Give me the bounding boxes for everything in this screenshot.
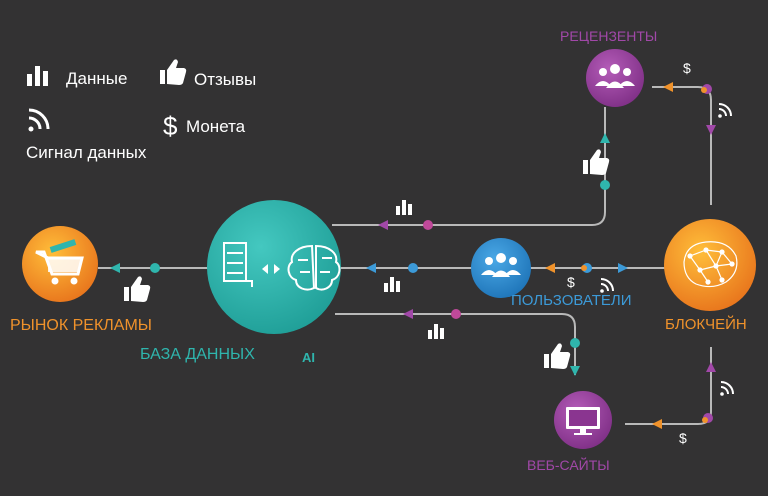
- arrow-icon: [545, 263, 555, 273]
- bar-chart-icon: [396, 200, 412, 215]
- thumbs-up-icon: [124, 276, 151, 302]
- reviewers-node: [586, 49, 644, 107]
- legend-rss-signal-icon: [28, 108, 50, 132]
- brain-icon: [287, 244, 341, 291]
- blockchain-node: [664, 219, 756, 311]
- dot: [600, 180, 610, 190]
- users-group-icon: [481, 253, 521, 277]
- rss-signal-icon: [718, 103, 732, 118]
- arrow-icon: [663, 82, 673, 92]
- bar-chart-icon: [384, 277, 400, 292]
- line-blockchain-reviewers: [652, 86, 712, 205]
- dot: [451, 309, 461, 319]
- arrow-icon: [706, 125, 716, 135]
- arrow-icon: [600, 133, 610, 143]
- monitor-icon: [566, 407, 600, 435]
- users-label: ПОЛЬЗОВАТЕЛИ: [511, 292, 632, 309]
- arrow-icon: [652, 419, 662, 429]
- rss-signal-icon: [720, 381, 734, 396]
- ad-market-label: РЫНОК РЕКЛАМЫ: [10, 317, 152, 334]
- ai-label: AI: [302, 350, 315, 365]
- line-db-websites: [335, 313, 576, 375]
- dot: [701, 87, 707, 93]
- arrow-icon: [618, 263, 628, 273]
- rss-signal-icon: [600, 278, 614, 293]
- dot: [702, 417, 708, 423]
- blockchain-label: БЛОКЧЕЙН: [665, 316, 747, 333]
- websites-label: ВЕБ-САЙТЫ: [527, 457, 610, 473]
- ad-market-node: [22, 226, 98, 302]
- websites-node: [554, 391, 612, 449]
- legend-dollar-icon: $: [163, 111, 178, 141]
- thumbs-up-icon: [544, 343, 571, 369]
- legend-thumbs-up-icon: [160, 59, 187, 85]
- bar-chart-icon: [428, 324, 444, 339]
- dot: [570, 338, 580, 348]
- reviewers-label: РЕЦЕНЗЕНТЫ: [560, 28, 658, 44]
- arrow-icon: [378, 220, 388, 230]
- legend-reviews-label: Отзывы: [194, 70, 257, 89]
- legend-bar-chart-icon: [27, 66, 48, 86]
- users-node: [471, 238, 531, 298]
- legend-coin-label: Монета: [186, 117, 246, 136]
- network-brain-icon: [683, 241, 738, 288]
- line-blockchain-websites: [625, 347, 712, 425]
- dot: [150, 263, 160, 273]
- database-label: БАЗА ДАННЫХ: [140, 346, 255, 363]
- dollar-icon: $: [567, 274, 575, 290]
- arrow-icon: [366, 263, 376, 273]
- dollar-icon: $: [683, 60, 691, 76]
- line-db-reviewers: [332, 107, 606, 226]
- legend-data-label: Данные: [66, 69, 128, 88]
- dot: [423, 220, 433, 230]
- line-dots: [150, 84, 713, 423]
- dot: [408, 263, 418, 273]
- arrow-icon: [110, 263, 120, 273]
- arrow-icon: [403, 309, 413, 319]
- dot: [581, 265, 587, 271]
- arrows: [110, 82, 716, 429]
- double-arrow-icon: [262, 264, 280, 274]
- database-node: [207, 200, 341, 334]
- arrow-icon: [570, 366, 580, 376]
- arrow-icon: [706, 362, 716, 372]
- legend-signal-label: Сигнал данных: [26, 143, 147, 162]
- users-group-icon: [595, 64, 635, 88]
- connector-lines: [98, 86, 712, 425]
- cart-icon: [35, 239, 84, 285]
- dollar-icon: $: [679, 430, 687, 446]
- thumbs-up-icon: [583, 149, 610, 175]
- server-icon: [223, 242, 253, 287]
